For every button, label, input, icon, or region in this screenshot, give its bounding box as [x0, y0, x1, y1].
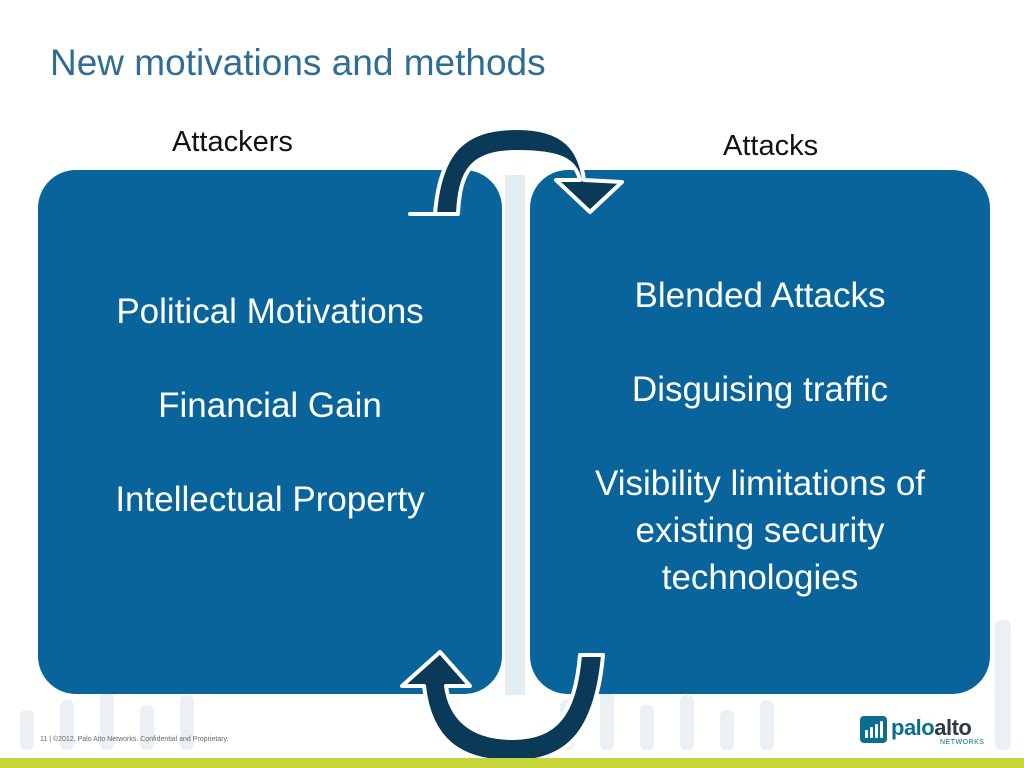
logo-wordmark: paloalto: [891, 715, 972, 740]
attacker-item-political: Political Motivations: [116, 292, 424, 331]
attackers-heading: Attackers: [172, 126, 293, 158]
curved-arrow-icon: [408, 126, 624, 216]
curved-arrow-icon: [400, 650, 605, 764]
attacks-panel: Blended Attacks Disguising traffic Visib…: [530, 170, 990, 694]
attacks-heading: Attacks: [723, 130, 819, 162]
attack-item-blended: Blended Attacks: [634, 276, 886, 315]
background-watermark: [0, 620, 1024, 760]
footer-accent-line: [0, 758, 1024, 768]
attacker-item-financial: Financial Gain: [158, 386, 382, 425]
connector-bar: [505, 175, 525, 695]
company-logo: paloalto NETWORKS: [860, 715, 984, 748]
attack-item-visibility: Visibility limitations of existing secur…: [594, 464, 926, 597]
slide-title: New motivations and methods: [50, 42, 546, 83]
attacker-item-intellectual: Intellectual Property: [115, 480, 425, 519]
logo-subtitle: NETWORKS: [940, 739, 985, 746]
attackers-panel: Political Motivations Financial Gain Int…: [38, 170, 502, 694]
palo-alto-logo-icon: [860, 716, 887, 743]
footer-copyright: 11 | ©2012, Palo Alto Networks. Confiden…: [40, 736, 229, 743]
attack-item-disguising: Disguising traffic: [631, 370, 889, 409]
